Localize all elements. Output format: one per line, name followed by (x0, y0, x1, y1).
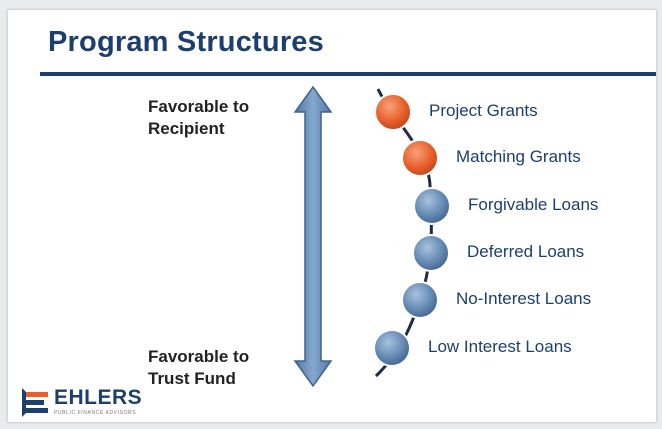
favorable-trust-fund-label: Favorable to Trust Fund (148, 346, 308, 390)
ehlers-logo: EHLERS PUBLIC FINANCE ADVISORS (22, 386, 172, 422)
side-label-line: Favorable to (148, 97, 250, 116)
item-label: Project Grants (429, 101, 538, 120)
item-label: Deferred Loans (467, 242, 585, 261)
item-marker (401, 139, 439, 177)
item-marker (412, 234, 450, 272)
item-label: Low Interest Loans (428, 337, 572, 356)
side-label-line: Favorable to (148, 347, 250, 366)
side-label-line: Trust Fund (148, 369, 236, 388)
item-label: Forgivable Loans (468, 195, 599, 214)
favorable-recipient-label: Favorable to Recipient (148, 96, 308, 140)
title-divider (40, 72, 656, 76)
item-marker (373, 329, 411, 367)
logo-wordmark: EHLERS (54, 386, 143, 409)
logo-subtitle: PUBLIC FINANCE ADVISORS (54, 410, 137, 416)
page-title: Program Structures (48, 26, 324, 58)
item-label: No-Interest Loans (456, 289, 592, 308)
item-marker (374, 93, 412, 131)
item-label: Matching Grants (456, 147, 581, 166)
side-label-line: Recipient (148, 119, 225, 138)
diagram-canvas (293, 85, 451, 388)
double-arrow-icon (293, 85, 333, 388)
item-marker (401, 281, 439, 319)
ehlers-logo-icon (22, 388, 48, 417)
slide: Program Structures Favorable to Recipient… (8, 10, 656, 422)
item-marker (413, 187, 451, 225)
